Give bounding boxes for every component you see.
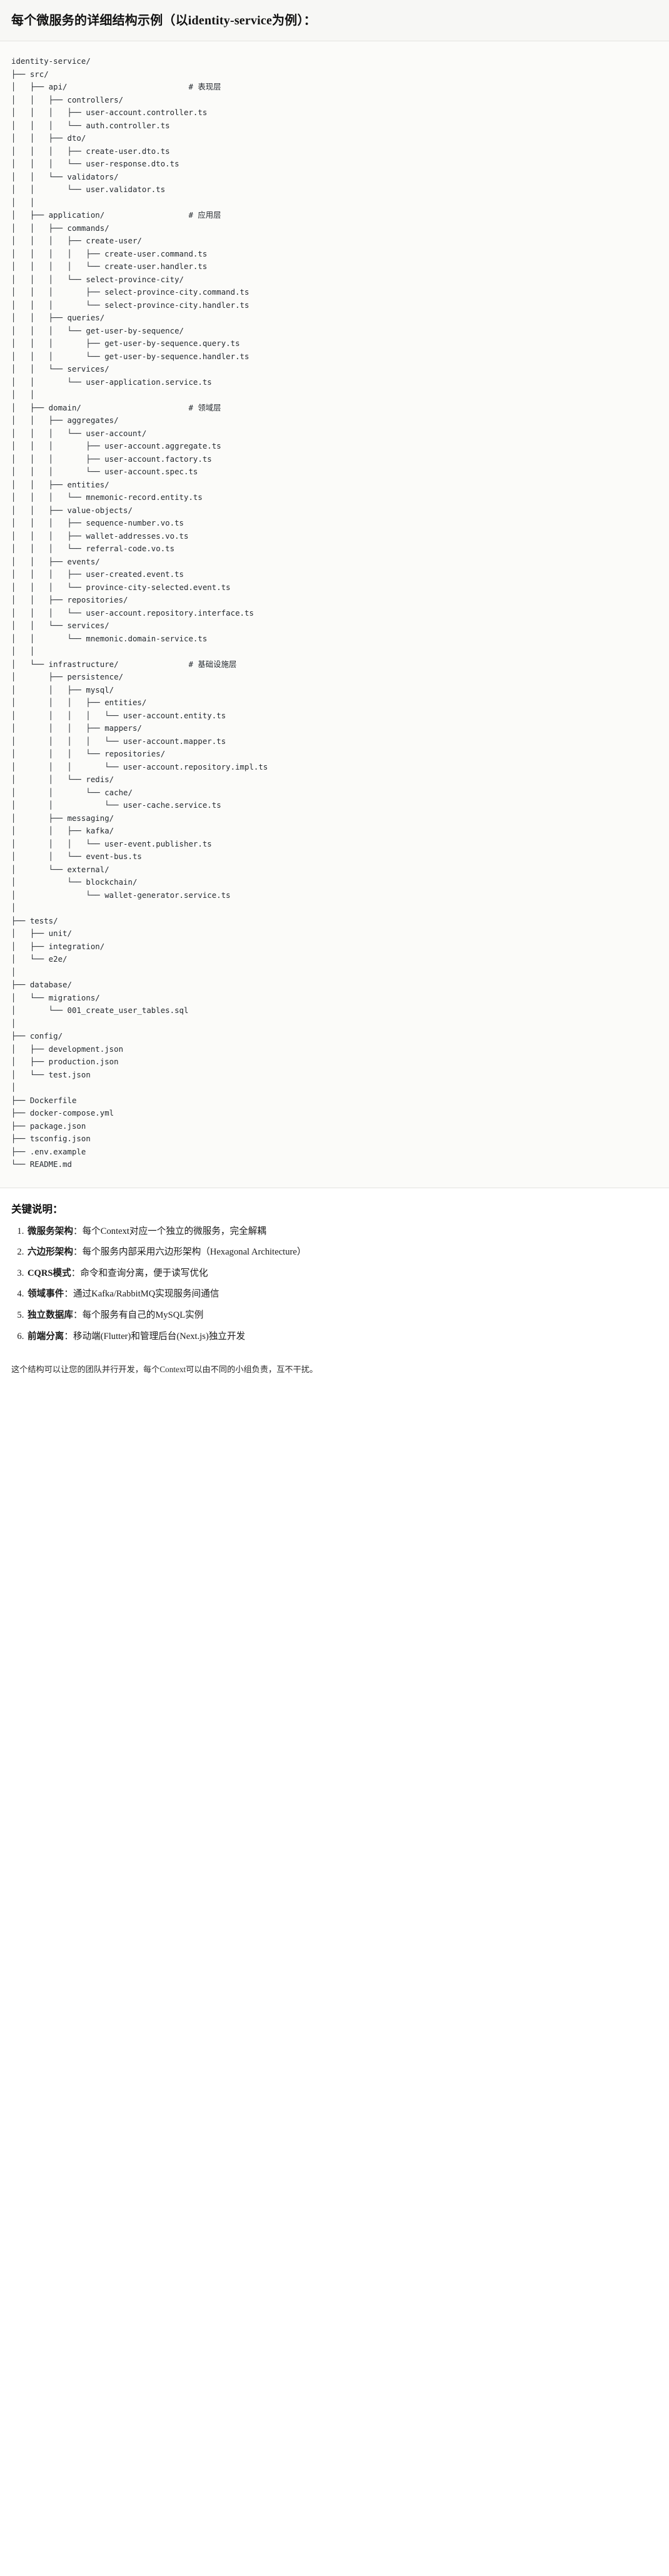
note-term: 微服务架构: [28, 1226, 73, 1236]
key-notes-list: 微服务架构：每个Context对应一个独立的微服务，完全解耦 六边形架构：每个服…: [11, 1224, 658, 1344]
list-item: 前端分离：移动端(Flutter)和管理后台(Next.js)独立开发: [26, 1330, 658, 1344]
note-desc: ：每个服务内部采用六边形架构（Hexagonal Architecture）: [73, 1247, 306, 1258]
note-desc: ：移动端(Flutter)和管理后台(Next.js)独立开发: [64, 1331, 246, 1341]
list-item: 六边形架构：每个服务内部采用六边形架构（Hexagonal Architectu…: [26, 1245, 658, 1260]
note-term: CQRS模式: [28, 1268, 71, 1278]
note-term: 领域事件: [28, 1289, 64, 1300]
page-root: 每个微服务的详细结构示例（以identity-service为例）： ident…: [0, 0, 669, 1388]
list-item: 微服务架构：每个Context对应一个独立的微服务，完全解耦: [26, 1224, 658, 1239]
file-tree-band: identity-service/ ├── src/ │ ├── api/ # …: [0, 41, 669, 1188]
note-desc: ：每个服务有自己的MySQL实例: [73, 1310, 204, 1320]
note-term: 前端分离: [28, 1331, 64, 1341]
list-item: 独立数据库：每个服务有自己的MySQL实例: [26, 1308, 658, 1323]
note-desc: ：命令和查询分离，便于读写优化: [71, 1268, 208, 1278]
closing-band: 这个结构可以让您的团队并行开发，每个Context可以由不同的小组负责，互不干扰…: [0, 1357, 669, 1389]
list-item: 领域事件：通过Kafka/RabbitMQ实现服务间通信: [26, 1287, 658, 1301]
note-desc: ：通过Kafka/RabbitMQ实现服务间通信: [64, 1289, 219, 1300]
header-band: 每个微服务的详细结构示例（以identity-service为例）：: [0, 0, 669, 41]
key-notes-band: 关键说明： 微服务架构：每个Context对应一个独立的微服务，完全解耦 六边形…: [0, 1188, 669, 1357]
key-notes-heading: 关键说明：: [11, 1203, 63, 1215]
page-title: 每个微服务的详细结构示例（以identity-service为例）：: [11, 14, 316, 28]
closing-text: 这个结构可以让您的团队并行开发，每个Context可以由不同的小组负责，互不干扰…: [11, 1365, 318, 1375]
list-item: CQRS模式：命令和查询分离，便于读写优化: [26, 1266, 658, 1281]
note-term: 六边形架构: [28, 1247, 73, 1258]
file-tree-code-block: identity-service/ ├── src/ │ ├── api/ # …: [11, 56, 268, 1169]
note-desc: ：每个Context对应一个独立的微服务，完全解耦: [73, 1226, 266, 1236]
note-term: 独立数据库: [28, 1310, 73, 1320]
